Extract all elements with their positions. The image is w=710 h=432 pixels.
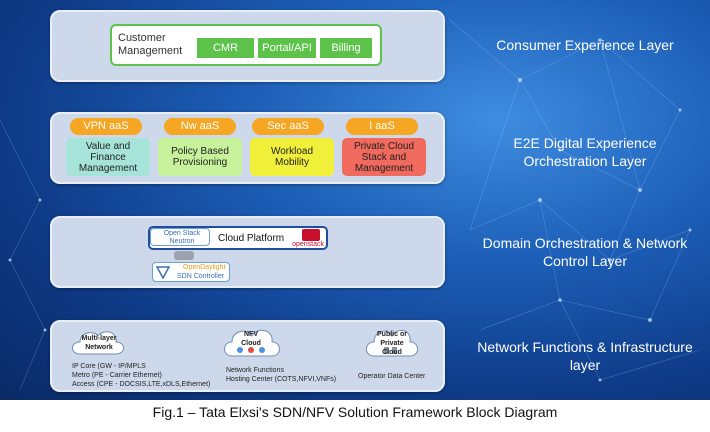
openstack-neutron-box: Open Stack Neutron — [150, 228, 210, 246]
openstack-logo-icon — [302, 229, 320, 241]
openstack-logo-text: openstack — [292, 241, 324, 248]
multi-layer-network-cloud-icon — [72, 331, 124, 355]
hosting-center-line: Hosting Center (COTS,NFVI,VNFs) — [226, 376, 337, 383]
cmr-box: CMR — [197, 38, 254, 58]
vpn-aas-pill: VPN aaS — [70, 118, 142, 135]
infrastructure-layer-label: Network Functions & Infrastructure layer — [477, 339, 693, 373]
figure-caption: Fig.1 – Tata Elxsi's SDN/NFV Solution Fr… — [152, 404, 558, 420]
customer-management-title: Customer Management — [118, 32, 183, 57]
multi-layer-network-label: Multi-layer Network — [81, 335, 117, 351]
ip-core-line: IP Core (GW - IP/MPLS — [72, 363, 146, 370]
workload-mobility-box: Workload Mobility — [250, 138, 334, 176]
sdn-controller-box: OpenDaylight SDN Controller — [152, 262, 230, 282]
portal-api-box: Portal/API — [258, 38, 316, 58]
nfv-cloud-icon — [224, 329, 280, 357]
public-private-cloud-icon — [366, 329, 418, 357]
private-cloud-stack-box: Private Cloud Stack and Management — [342, 138, 426, 176]
cloud-platform-label: Cloud Platform — [218, 233, 285, 244]
sdn-controller-label: SDN Controller — [177, 273, 225, 280]
e2e-orchestration-layer-label: E2E Digital Experience Orchestration Lay… — [513, 135, 657, 169]
nfv-cloud-label: NFV Cloud — [241, 331, 261, 347]
value-finance-management-box: Value and Finance Management — [66, 138, 150, 176]
operator-data-center-line: Operator Data Center — [358, 373, 426, 380]
sec-aas-pill: Sec aaS — [252, 118, 324, 135]
triangle-icon — [156, 266, 170, 279]
switch-icon — [174, 251, 194, 260]
metro-line: Metro (PE - Carrier Ethernet) — [72, 372, 162, 379]
access-line: Access (CPE - DOCSIS,LTE,xDLS,Ethernet) — [72, 381, 211, 388]
i-aas-pill: I aaS — [346, 118, 418, 135]
domain-orchestration-layer-label: Domain Orchestration & Network Control L… — [482, 235, 688, 269]
policy-based-provisioning-box: Policy Based Provisioning — [158, 138, 242, 176]
nw-aas-pill: Nw aaS — [164, 118, 236, 135]
openstack-neutron-label: Open Stack Neutron — [163, 230, 201, 245]
consumer-experience-layer-label: Consumer Experience Layer — [496, 37, 674, 53]
network-pattern-background — [0, 19, 701, 391]
billing-box: Billing — [320, 38, 372, 58]
opendaylight-label: OpenDaylight — [183, 264, 226, 271]
public-private-cloud-label: Public or Private Cloud — [377, 331, 407, 356]
network-functions-line: Network Functions — [226, 367, 284, 374]
